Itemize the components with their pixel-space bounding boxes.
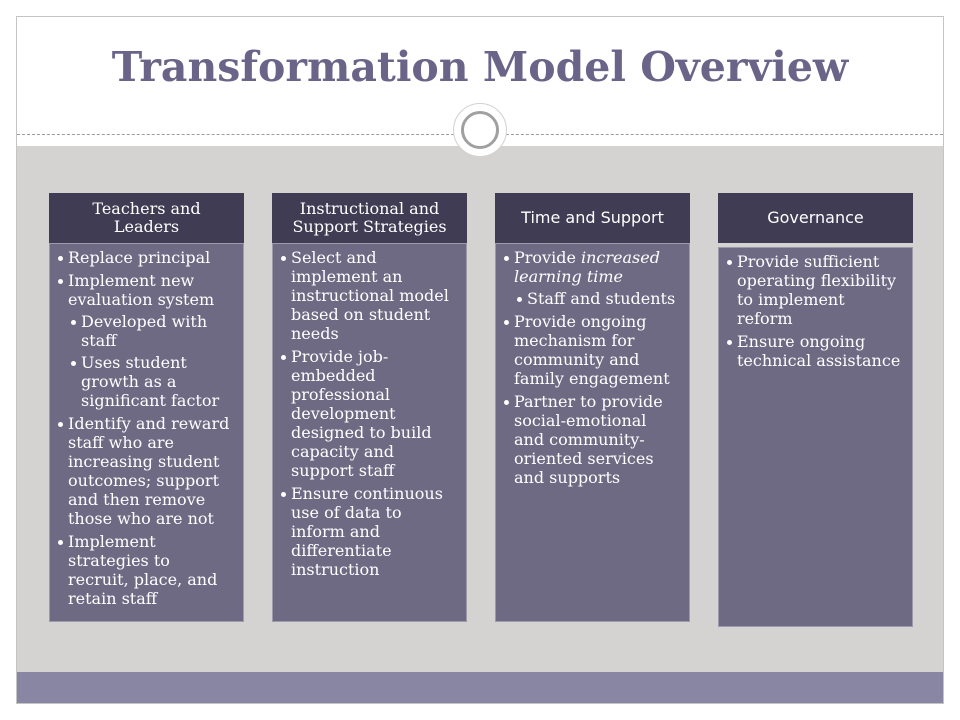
slide-frame [16, 16, 944, 704]
list-item: Provide ongoing mechanism for community … [504, 312, 680, 388]
item-text: Ensure ongoing technical assistance [737, 332, 901, 370]
list-item: Select and implement an instructional mo… [281, 248, 457, 343]
bullet-icon [58, 256, 63, 261]
column-header: Governance [718, 193, 913, 243]
item-text: Staff and students [527, 289, 676, 308]
item-text: Provide sufficient operating flexibility… [737, 252, 897, 328]
column-governance: Governance Provide sufficient operating … [718, 193, 913, 627]
list-item: Partner to provide social-emotional and … [504, 392, 680, 487]
item-text: Provide increased learning time [514, 248, 680, 286]
bullet-icon [504, 256, 509, 261]
item-text: Provide job-embedded professional develo… [291, 347, 432, 480]
item-text: Select and implement an instructional mo… [291, 248, 449, 343]
column-instructional-and-support-strategies: Instructional and Support Strategies Sel… [272, 193, 467, 622]
item-text: Uses student growth as a significant fac… [81, 353, 220, 410]
list-item: Implement new evaluation system [58, 271, 234, 309]
sub-list-item: Developed with staff [71, 312, 234, 350]
item-text: Implement strategies to recruit, place, … [68, 532, 218, 608]
sub-list-item: Uses student growth as a significant fac… [71, 353, 234, 410]
column-header: Instructional and Support Strategies [272, 193, 467, 243]
column-body: Replace principal Implement new evaluati… [49, 243, 244, 622]
column-time-and-support: Time and Support Provide increased learn… [495, 193, 690, 622]
bullet-icon [58, 279, 63, 284]
item-text: Replace principal [68, 248, 211, 267]
bullet-icon [727, 340, 732, 345]
item-text: Identify and reward staff who are increa… [68, 414, 230, 528]
list-item: Implement strategies to recruit, place, … [58, 532, 234, 608]
footer-band [17, 672, 943, 703]
bullet-icon [58, 540, 63, 545]
list-item: Ensure continuous use of data to inform … [281, 484, 457, 579]
item-text-lead: Provide [514, 248, 581, 267]
item-text: Partner to provide social-emotional and … [514, 392, 663, 487]
bullet-icon [71, 320, 76, 325]
list-item: Identify and reward staff who are increa… [58, 414, 234, 528]
list-item: Provide job-embedded professional develo… [281, 347, 457, 480]
item-text: Implement new evaluation system [68, 271, 215, 309]
bullet-icon [71, 361, 76, 366]
column-body: Provide increased learning time Staff an… [495, 243, 690, 622]
bullet-icon [281, 355, 286, 360]
bullet-icon [504, 400, 509, 405]
bullet-icon [504, 320, 509, 325]
column-header: Time and Support [495, 193, 690, 243]
bullet-icon [727, 260, 732, 265]
bullet-icon [517, 297, 522, 302]
bullet-icon [281, 492, 286, 497]
column-header: Teachers and Leaders [49, 193, 244, 243]
column-body: Provide sufficient operating flexibility… [718, 247, 913, 627]
item-text: Provide ongoing mechanism for community … [514, 312, 670, 388]
list-item: Replace principal [58, 248, 234, 267]
column-body: Select and implement an instructional mo… [272, 243, 467, 622]
list-item: Provide sufficient operating flexibility… [727, 252, 903, 328]
item-text-emphasis: increased learning time [514, 248, 660, 286]
item-text: Developed with staff [81, 312, 208, 350]
bullet-icon [281, 256, 286, 261]
item-text: Ensure continuous use of data to inform … [291, 484, 443, 579]
ring-icon [453, 103, 507, 157]
sub-list-item: Staff and students [517, 289, 680, 308]
slide-title: Transformation Model Overview [111, 43, 849, 91]
bullet-icon [58, 422, 63, 427]
list-item: Provide increased learning time [504, 248, 680, 286]
list-item: Ensure ongoing technical assistance [727, 332, 903, 370]
ring-inner-circle [461, 111, 499, 149]
column-teachers-and-leaders: Teachers and Leaders Replace principal I… [49, 193, 244, 622]
